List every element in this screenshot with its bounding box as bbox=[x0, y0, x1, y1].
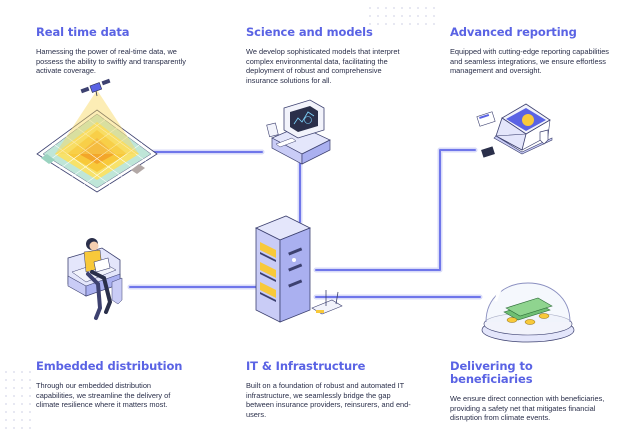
embedded-title: Embedded distribution bbox=[36, 359, 183, 373]
block-science: Science and models We develop sophistica… bbox=[246, 26, 406, 85]
retro-computer-illustration bbox=[266, 99, 331, 165]
person-on-sofa-illustration bbox=[67, 238, 123, 320]
block-embedded: Embedded distribution Through our embedd… bbox=[36, 360, 186, 410]
reporting-title: Advanced reporting bbox=[450, 25, 577, 39]
server-rack-illustration bbox=[255, 215, 343, 323]
laptop-reporting-illustration bbox=[476, 103, 553, 158]
realtime-description: Harnessing the power of real-time data, … bbox=[36, 47, 186, 76]
infra-title: IT & Infrastructure bbox=[246, 359, 366, 373]
infra-description: Built on a foundation of robust and auto… bbox=[246, 381, 411, 419]
science-title: Science and models bbox=[246, 25, 373, 39]
beneficiaries-title: Delivering to beneficiaries bbox=[450, 359, 533, 386]
beneficiaries-description: We ensure direct connection with benefic… bbox=[450, 394, 605, 423]
dot-pattern-bottom-left bbox=[5, 371, 31, 429]
satellite-heatmap-illustration bbox=[36, 78, 158, 193]
glass-dome-money-illustration bbox=[481, 272, 575, 343]
connector-infra-to-reporting bbox=[315, 149, 476, 271]
block-reporting: Advanced reporting Equipped with cutting… bbox=[450, 26, 610, 76]
reporting-description: Equipped with cutting-edge reporting cap… bbox=[450, 47, 609, 76]
block-infra: IT & Infrastructure Built on a foundatio… bbox=[246, 360, 416, 419]
realtime-title: Real time data bbox=[36, 25, 130, 39]
embedded-description: Through our embedded distribution capabi… bbox=[36, 381, 171, 410]
block-beneficiaries: Delivering to beneficiaries We ensure di… bbox=[450, 360, 610, 423]
dot-pattern-top-right bbox=[369, 7, 435, 25]
block-realtime: Real time data Harnessing the power of r… bbox=[36, 26, 186, 76]
science-description: We develop sophisticated models that int… bbox=[246, 47, 400, 85]
